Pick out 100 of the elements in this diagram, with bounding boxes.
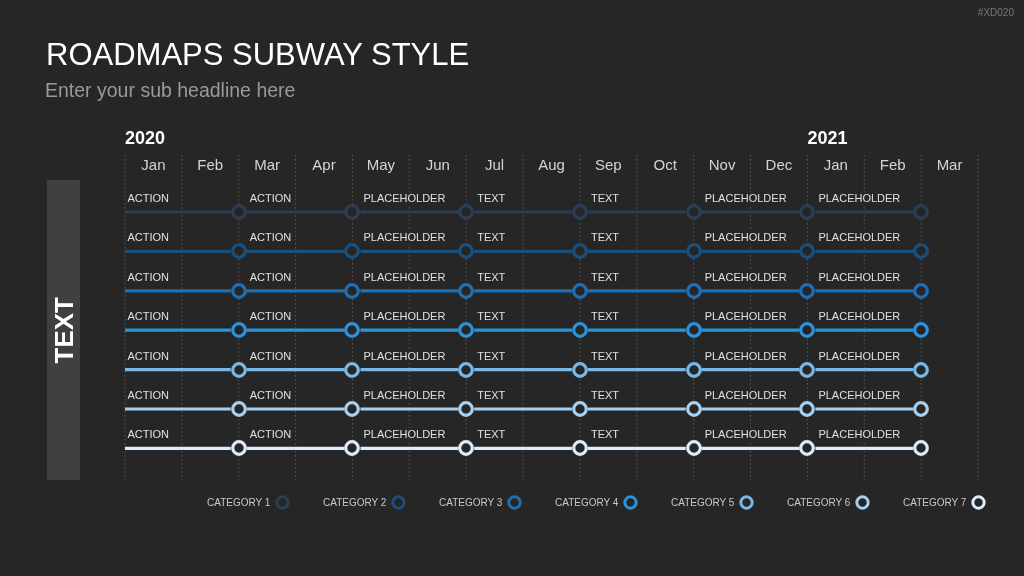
station-circle	[571, 401, 588, 417]
month-label: Aug	[537, 156, 566, 174]
edge-label: TEXT	[589, 389, 621, 402]
edge-label: PLACEHOLDER	[362, 231, 447, 245]
subway-line	[474, 249, 572, 253]
edge-label: ACTION	[126, 389, 171, 402]
subway-line	[701, 249, 800, 253]
station-circle	[685, 322, 702, 339]
edge-label: TEXT	[589, 192, 621, 205]
edge-label: TEXT	[589, 349, 621, 363]
month-label: Jun	[424, 156, 451, 174]
station-circle	[458, 401, 475, 417]
station-circle	[571, 361, 588, 378]
station-circle	[913, 322, 930, 339]
edge-label: ACTION	[126, 192, 171, 205]
station-circle	[458, 361, 475, 378]
edge-label: PLACEHOLDER	[817, 192, 902, 205]
station-circle	[685, 440, 702, 457]
subway-line	[246, 289, 345, 293]
edge-label: ACTION	[126, 270, 171, 284]
edge-label: PLACEHOLDER	[703, 310, 788, 324]
subway-line	[125, 249, 231, 253]
station-circle	[344, 204, 361, 220]
month-label: Feb	[196, 156, 225, 174]
subway-line	[474, 210, 572, 214]
month-label: Oct	[652, 156, 678, 174]
subway-line	[587, 407, 686, 411]
station-circle	[344, 361, 361, 378]
subway-line	[815, 446, 914, 450]
subway-line	[246, 210, 345, 214]
edge-label: ACTION	[248, 270, 293, 284]
station-circle	[230, 204, 247, 220]
station-circle	[458, 243, 475, 260]
subway-line	[815, 328, 914, 332]
station-circle	[230, 322, 247, 339]
station-circle	[458, 440, 475, 457]
station-circle	[344, 243, 361, 260]
legend-label: CATEGORY 4	[555, 496, 619, 510]
subway-line	[246, 407, 345, 411]
subway-line	[125, 210, 231, 214]
month-label: May	[365, 156, 397, 174]
station-circle	[571, 282, 588, 299]
edge-label: ACTION	[248, 349, 293, 363]
edge-label: ACTION	[248, 192, 293, 205]
station-circle	[685, 243, 702, 260]
legend-label: CATEGORY 6	[787, 496, 851, 510]
station-circle	[344, 401, 361, 417]
month-label: Mar	[253, 156, 282, 174]
station-circle	[230, 361, 247, 378]
subway-line	[587, 289, 686, 293]
edge-label: PLACEHOLDER	[817, 349, 902, 363]
subway-line	[815, 210, 914, 214]
subway-line	[246, 249, 345, 253]
station-circle	[571, 440, 588, 457]
month-label: Jan	[822, 156, 849, 174]
station-circle	[799, 282, 816, 299]
subway-line	[701, 328, 800, 332]
station-circle	[458, 322, 475, 339]
subway-line	[815, 289, 914, 293]
edge-label: PLACEHOLDER	[362, 349, 447, 363]
station-circle	[571, 204, 588, 220]
legend-label: CATEGORY 7	[903, 496, 967, 510]
subway-line	[360, 368, 459, 372]
station-circle	[913, 243, 930, 260]
station-circle	[913, 401, 930, 417]
subway-line	[360, 328, 459, 332]
panel-label: TEXT	[49, 296, 78, 364]
edge-label: PLACEHOLDER	[817, 270, 902, 284]
subway-line	[360, 289, 459, 293]
month-label: Sep	[594, 156, 623, 174]
station-circle	[799, 243, 816, 260]
edge-label: PLACEHOLDER	[362, 428, 447, 442]
month-label: Apr	[311, 156, 337, 174]
station-circle	[344, 440, 361, 457]
subway-line	[815, 407, 914, 411]
station-circle	[230, 243, 247, 260]
station-circle	[571, 322, 588, 339]
station-circle	[799, 401, 816, 417]
edge-label: PLACEHOLDER	[817, 428, 902, 442]
year-label: 2020	[125, 128, 166, 148]
station-circle	[685, 361, 702, 378]
subway-line	[815, 249, 914, 253]
subway-line	[474, 446, 572, 450]
year-label: 2021	[807, 128, 848, 148]
station-circle	[458, 282, 475, 299]
subway-line	[125, 446, 231, 450]
subway-line	[246, 328, 345, 332]
station-circle	[913, 204, 930, 220]
edge-label: PLACEHOLDER	[703, 349, 788, 363]
station-circle	[913, 282, 930, 299]
subway-line	[125, 368, 231, 372]
subway-line	[474, 289, 572, 293]
subway-line	[360, 210, 459, 214]
subway-line	[587, 368, 686, 372]
edge-label: PLACEHOLDER	[817, 231, 902, 245]
legend-label: CATEGORY 1	[207, 496, 271, 510]
subway-line	[125, 328, 231, 332]
subway-line	[587, 249, 686, 253]
side-panel	[47, 180, 80, 480]
month-label: Dec	[764, 156, 794, 174]
